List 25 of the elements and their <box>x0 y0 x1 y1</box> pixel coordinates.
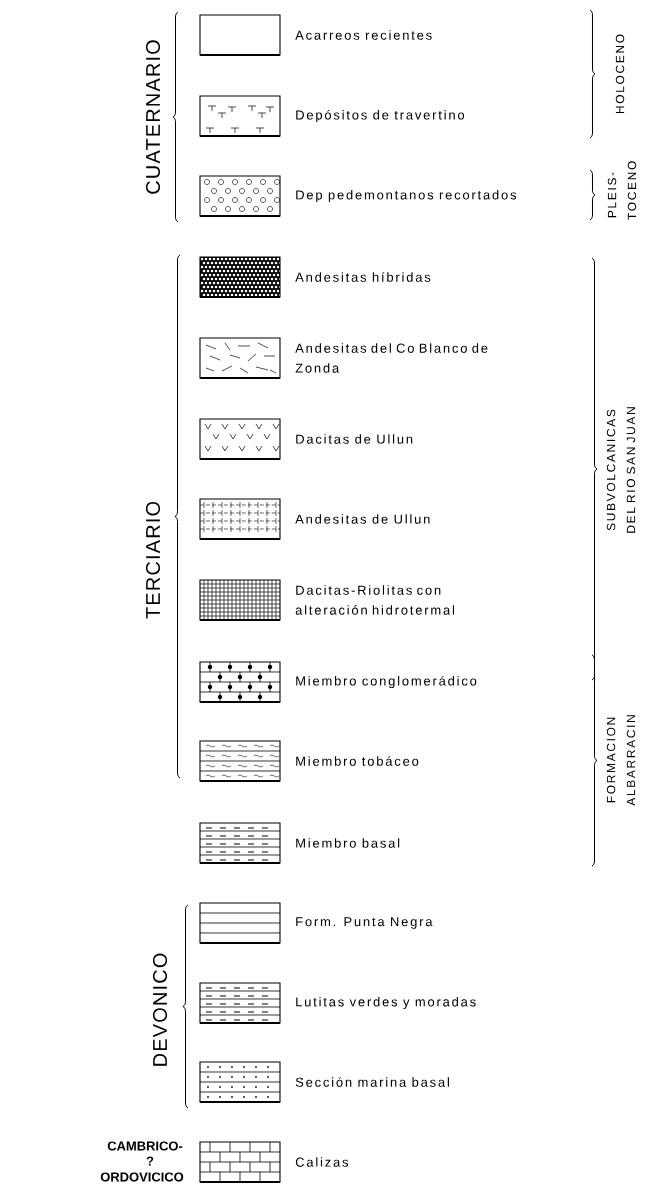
period-label: ORDOVICICO <box>100 1172 184 1182</box>
legend-text: Andesitas híbridas <box>295 272 431 282</box>
legend-text: Miembro conglomerádico <box>296 675 477 689</box>
legend-text: Andesitas del Co Blanco de Zonda <box>295 343 488 373</box>
period-label: TERCIARIO <box>145 501 161 619</box>
group-label: SUBVOLCANICAS DEL RIO SAN JUAN <box>606 407 636 533</box>
period-label: DEVONICO <box>152 953 168 1066</box>
legend-text: Lutitas verdes y moradas <box>296 996 476 1010</box>
legend-text: Calizas <box>295 1157 349 1167</box>
legend-text: Sección marina basal <box>295 1077 449 1087</box>
legend-text: Miembro basal <box>296 838 400 848</box>
legend-text: Form. Punta Negra <box>296 917 433 929</box>
group-label: FORMACION ALBARRACIN <box>606 715 636 806</box>
uncertainty-mark: ? <box>146 1156 154 1166</box>
period-label: CAMBRICO- <box>107 1141 183 1151</box>
legend-text: Dacitas-Riolitas con alteración hidrotermal <box>295 585 454 615</box>
legend-text: Miembro tobáceo <box>296 756 419 766</box>
legend-text: Depósitos de travertino <box>296 109 465 123</box>
legend-text: Acarreos recientes <box>295 30 432 40</box>
epoch-label: PLEIS- TOCENO <box>607 161 637 220</box>
legend-text: Andesitas de Ullun <box>295 514 430 524</box>
period-label: CUATERNARIO <box>145 40 161 194</box>
legend-text: Dep pedemontanos recortados <box>296 189 517 203</box>
epoch-label: HOLOCENO <box>615 34 625 114</box>
legend-text: Dacitas de Ullun <box>296 434 413 444</box>
